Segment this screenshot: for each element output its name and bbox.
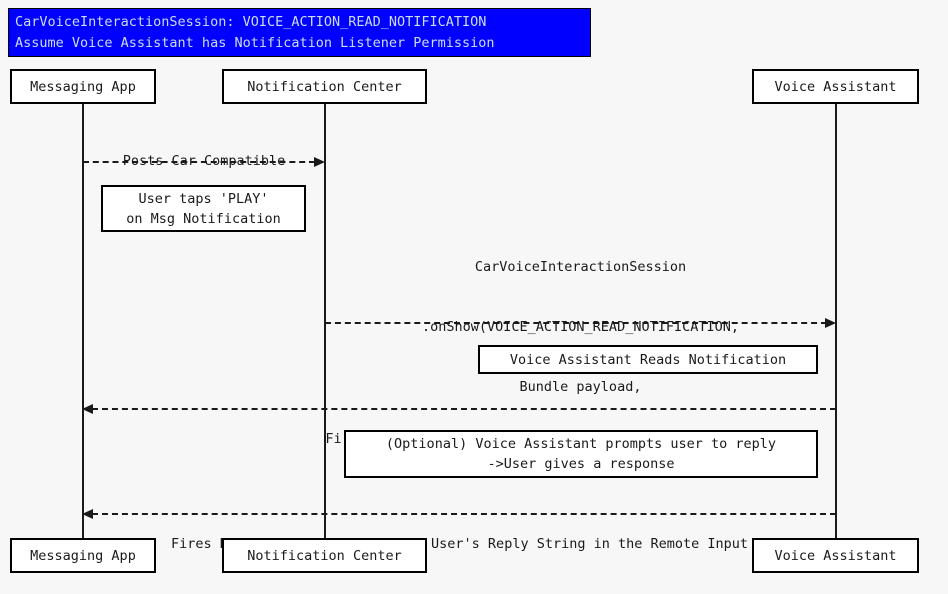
note-optional-reply-prompt: (Optional) Voice Assistant prompts user … (344, 430, 818, 478)
participant-messaging-app-bottom[interactable]: Messaging App (10, 538, 156, 573)
participant-label: Notification Center (247, 78, 402, 95)
message-label-line: CarVoiceInteractionSession (474, 259, 687, 275)
note-line: on Msg Notification (126, 210, 281, 227)
note-line: (Optional) Voice Assistant prompts user … (385, 436, 777, 452)
note-line: User taps 'PLAY' (138, 190, 269, 207)
diagram-title-line-2: Assume Voice Assistant has Notification … (15, 35, 495, 51)
arrowhead-right-icon (314, 157, 325, 167)
participant-voice-assistant-top[interactable]: Voice Assistant (752, 69, 919, 104)
message-label-line: Fires REPLY Pending Intent with User's R… (170, 536, 749, 552)
arrowhead-left-icon (82, 404, 93, 414)
arrowhead-right-icon (825, 318, 836, 328)
lifeline-notification-center (324, 104, 326, 538)
diagram-title-line-1: CarVoiceInteractionSession: VOICE_ACTION… (15, 14, 487, 30)
message-label-line: Bundle payload, (519, 379, 642, 395)
participant-notification-center-top[interactable]: Notification Center (222, 69, 427, 104)
participant-label: Notification Center (247, 547, 402, 564)
note-assistant-reads: Voice Assistant Reads Notification (478, 345, 818, 374)
participant-label: Messaging App (30, 547, 136, 564)
participant-messaging-app-top[interactable]: Messaging App (10, 69, 156, 104)
participant-label: Voice Assistant (774, 547, 897, 564)
note-user-taps-play: User taps 'PLAY' on Msg Notification (101, 185, 306, 232)
message-arrow-reply-intent (92, 513, 836, 515)
arrowhead-left-icon (82, 509, 93, 519)
participant-notification-center-bottom[interactable]: Notification Center (222, 538, 427, 573)
lifeline-messaging-app (82, 104, 84, 538)
note-line: Voice Assistant Reads Notification (509, 351, 787, 368)
participant-label: Messaging App (30, 78, 136, 95)
diagram-title-banner: CarVoiceInteractionSession: VOICE_ACTION… (8, 8, 591, 57)
message-arrow-mark-as-read (92, 408, 836, 410)
message-label-line: .onShow(VOICE_ACTION_READ_NOTIFICATION, (422, 319, 739, 335)
message-label-reply-intent: Fires REPLY Pending Intent with User's R… (83, 494, 836, 594)
note-line: ->User gives a response (487, 456, 675, 472)
message-arrow-on-show (325, 322, 827, 324)
participant-label: Voice Assistant (774, 78, 897, 95)
message-arrow-post-notification (83, 161, 315, 163)
participant-voice-assistant-bottom[interactable]: Voice Assistant (752, 538, 919, 573)
lifeline-voice-assistant (835, 104, 837, 538)
